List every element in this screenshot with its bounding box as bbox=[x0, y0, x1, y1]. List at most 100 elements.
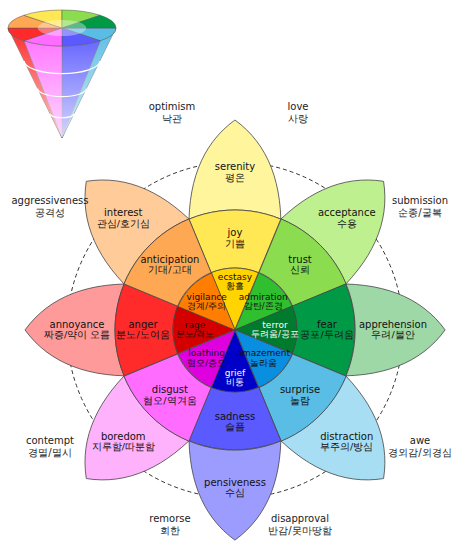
emotion-label: grief비통 bbox=[225, 369, 246, 387]
petal-segment bbox=[25, 284, 124, 376]
emotion-translation: 수용 bbox=[318, 219, 376, 229]
emotion-translation: 슬픔 bbox=[215, 422, 256, 432]
cone-ring bbox=[50, 114, 74, 118]
emotion-translation: 황홀 bbox=[218, 282, 252, 291]
emotion-name: fear bbox=[300, 320, 353, 331]
emotion-name: grief bbox=[225, 369, 246, 378]
dyad-translation: 순종/굴복 bbox=[398, 206, 441, 220]
dyad-translation: 공격성 bbox=[35, 206, 65, 220]
emotion-name: surprise bbox=[280, 385, 320, 396]
emotion-translation: 공포/두려움 bbox=[300, 330, 353, 340]
emotion-translation: 놀람 bbox=[280, 395, 320, 405]
dyad-translation: 회한 bbox=[160, 524, 180, 538]
emotion-label: serenity평온 bbox=[215, 162, 255, 182]
petal-segment bbox=[346, 284, 445, 376]
emotion-name: pensiveness bbox=[204, 478, 266, 489]
emotion-name: boredom bbox=[92, 431, 155, 442]
emotion-label: amazement놀라움 bbox=[236, 349, 290, 367]
emotion-label: annoyance짜증/약이 오름 bbox=[44, 320, 110, 340]
emotion-label: sadness슬픔 bbox=[215, 412, 256, 432]
emotion-name: amazement bbox=[236, 349, 290, 358]
emotion-translation: 수심 bbox=[204, 488, 266, 498]
emotion-label: vigilance경계/주의 bbox=[187, 293, 227, 311]
emotion-label: acceptance수용 bbox=[318, 208, 376, 228]
emotion-translation: 기대/고대 bbox=[140, 265, 199, 275]
emotion-translation: 평온 bbox=[215, 172, 255, 182]
emotion-name: disgust bbox=[143, 385, 196, 396]
dyad-name: optimism bbox=[149, 101, 196, 112]
dyad-translation: 경외감/외경심 bbox=[388, 446, 451, 460]
emotion-translation: 기쁨 bbox=[225, 238, 245, 248]
emotion-name: apprehension bbox=[359, 320, 427, 331]
outer-petal: annoyance짜증/약이 오름 bbox=[25, 284, 124, 376]
emotion-label: apprehension우려/불안 bbox=[359, 320, 427, 340]
dyad-translation: 경멸/멸시 bbox=[28, 446, 71, 460]
emotion-translation: 놀라움 bbox=[236, 359, 290, 368]
outer-petal: pensiveness수심 bbox=[189, 441, 281, 540]
emotion-label: distraction부주의/방심 bbox=[320, 431, 373, 451]
petal-segment bbox=[178, 273, 235, 330]
emotion-name: anger bbox=[116, 320, 169, 331]
emotion-name: loathing bbox=[187, 349, 226, 358]
cone-illustration bbox=[8, 10, 116, 138]
dyad-name: awe bbox=[410, 435, 430, 446]
dyad-name: love bbox=[288, 101, 309, 112]
dashed-circle bbox=[67, 162, 403, 498]
emotion-translation: 감탄/존경 bbox=[239, 302, 288, 311]
emotion-name: serenity bbox=[215, 162, 255, 173]
dyad-name: remorse bbox=[149, 513, 190, 524]
emotion-translation: 두려움/공포 bbox=[251, 330, 299, 339]
emotion-name: sadness bbox=[215, 412, 256, 423]
emotion-label: fear공포/두려움 bbox=[300, 320, 353, 340]
emotion-translation: 관심/호기심 bbox=[97, 219, 150, 229]
dyad-translation: 사랑 bbox=[288, 112, 308, 126]
emotion-translation: 경계/주의 bbox=[187, 302, 227, 311]
emotion-name: annoyance bbox=[44, 320, 110, 331]
dyad-translation: 반감/못마땅함 bbox=[268, 524, 331, 538]
dyad-name: disapproval bbox=[271, 513, 329, 524]
cone-ring bbox=[24, 61, 100, 74]
emotion-label: rage분노/격노 bbox=[176, 321, 215, 339]
dyad-name: submission bbox=[392, 195, 448, 206]
emotion-name: interest bbox=[97, 208, 150, 219]
emotion-translation: 혐오/증오 bbox=[187, 359, 226, 368]
emotion-name: rage bbox=[176, 321, 215, 330]
emotion-label: joy기쁨 bbox=[225, 228, 245, 248]
outer-petal: serenity평온 bbox=[189, 120, 281, 219]
emotion-label: ecstasy황홀 bbox=[218, 273, 252, 291]
emotion-label: disgust혐오/역겨움 bbox=[143, 385, 196, 405]
cone-shading bbox=[8, 28, 116, 138]
emotion-label: admiration감탄/존경 bbox=[239, 293, 288, 311]
petal-segment bbox=[189, 120, 281, 219]
emotion-name: acceptance bbox=[318, 208, 376, 219]
cone-top-ring bbox=[38, 20, 87, 36]
emotion-label: surprise놀람 bbox=[280, 385, 320, 405]
emotion-translation: 분노/노여움 bbox=[116, 330, 169, 340]
emotion-name: terror bbox=[251, 321, 299, 330]
emotion-translation: 우려/불안 bbox=[359, 330, 427, 340]
emotion-name: vigilance bbox=[187, 293, 227, 302]
emotion-label: loathing혐오/증오 bbox=[187, 349, 226, 367]
emotion-translation: 비통 bbox=[225, 378, 246, 387]
emotion-name: distraction bbox=[320, 431, 373, 442]
emotion-translation: 지루함/따분함 bbox=[92, 442, 155, 452]
emotion-translation: 분노/격노 bbox=[176, 330, 215, 339]
emotion-translation: 부주의/방심 bbox=[320, 442, 373, 452]
emotion-label: anticipation기대/고대 bbox=[140, 255, 199, 275]
emotion-name: anticipation bbox=[140, 255, 199, 266]
emotion-label: terror두려움/공포 bbox=[251, 321, 299, 339]
emotion-name: joy bbox=[225, 228, 245, 239]
emotion-translation: 짜증/약이 오름 bbox=[44, 330, 110, 340]
emotion-translation: 신뢰 bbox=[288, 265, 312, 275]
outer-petal: apprehension우려/불안 bbox=[346, 284, 445, 376]
emotion-label: boredom지루함/따분함 bbox=[92, 431, 155, 451]
dyad-translation: 낙관 bbox=[162, 112, 182, 126]
emotion-label: pensiveness수심 bbox=[204, 478, 266, 498]
emotion-label: trust신뢰 bbox=[288, 255, 312, 275]
petal-segment bbox=[189, 441, 281, 540]
emotion-label: interest관심/호기심 bbox=[97, 208, 150, 228]
emotion-name: ecstasy bbox=[218, 273, 252, 282]
emotion-translation: 혐오/역겨움 bbox=[143, 395, 196, 405]
dyad-name: contempt bbox=[26, 435, 74, 446]
dyad-name: aggressiveness bbox=[11, 195, 88, 206]
